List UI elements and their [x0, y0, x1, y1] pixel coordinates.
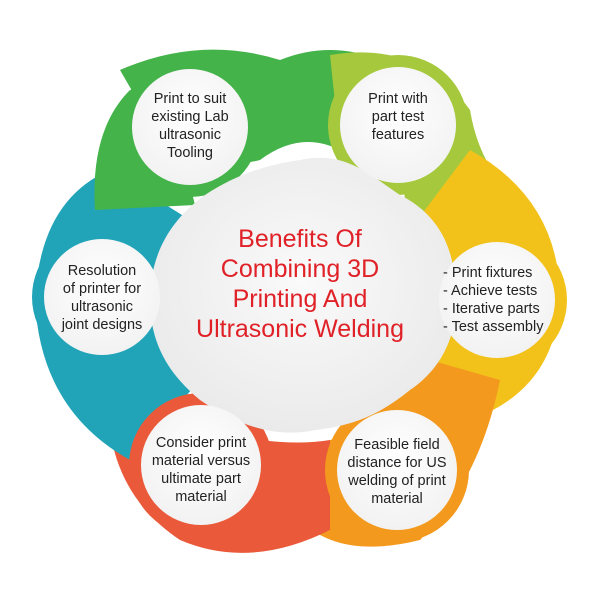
node-line: joint designs	[61, 317, 143, 333]
center-title-line: Combining 3D	[220, 255, 380, 283]
node-line: of printer for	[62, 281, 142, 297]
node-left-text: Resolution of printer for ultrasonic joi…	[40, 262, 164, 334]
node-top-left-text: Print to suit existing Lab ultrasonic To…	[128, 90, 252, 162]
node-line: part test	[371, 109, 425, 125]
node-line: welding of print	[348, 473, 446, 489]
node-line: ultrasonic	[70, 299, 134, 315]
node-line: ultrasonic	[158, 127, 222, 143]
node-bubbles	[44, 67, 555, 530]
node-top-right-text: Print with part test features	[336, 90, 460, 144]
bubble-left	[44, 239, 160, 355]
node-line: Print to suit	[153, 91, 227, 107]
node-list-item: - Print fixtures	[443, 265, 533, 281]
node-line: material	[175, 489, 227, 505]
node-right-text: - Print fixtures - Achieve tests - Itera…	[443, 264, 573, 336]
node-bottom-left-text: Consider print material versus ultimate …	[139, 434, 263, 506]
center-title-line: Ultrasonic Welding	[196, 315, 404, 343]
bubble-bottom-right	[337, 410, 457, 530]
node-line: Print with	[368, 91, 428, 107]
node-line: Feasible field	[354, 437, 440, 453]
center-title-line: Printing And	[232, 285, 368, 313]
node-list-item: - Achieve tests	[443, 283, 538, 299]
node-line: Consider print	[155, 435, 247, 451]
node-line: existing Lab	[151, 109, 229, 125]
node-line: material versus	[151, 453, 251, 469]
center-title-line: Benefits Of	[238, 225, 362, 253]
bubble-bottom-left	[141, 405, 261, 525]
center-title: Benefits Of Combining 3D Printing And Ul…	[175, 224, 425, 344]
bubble-top-left	[132, 69, 248, 185]
node-line: ultimate part	[161, 471, 241, 487]
bubble-right	[439, 242, 555, 358]
center-blob	[150, 157, 456, 433]
node-line: Resolution	[67, 263, 137, 279]
node-line: Tooling	[167, 145, 213, 161]
bubble-top-right	[340, 67, 456, 183]
node-list-item: - Iterative parts	[443, 301, 540, 317]
node-line: distance for US	[347, 455, 447, 471]
node-list-item: - Test assembly	[443, 319, 544, 335]
node-line: features	[371, 127, 425, 143]
node-bottom-right-text: Feasible field distance for US welding o…	[335, 436, 459, 508]
node-line: material	[371, 491, 423, 507]
